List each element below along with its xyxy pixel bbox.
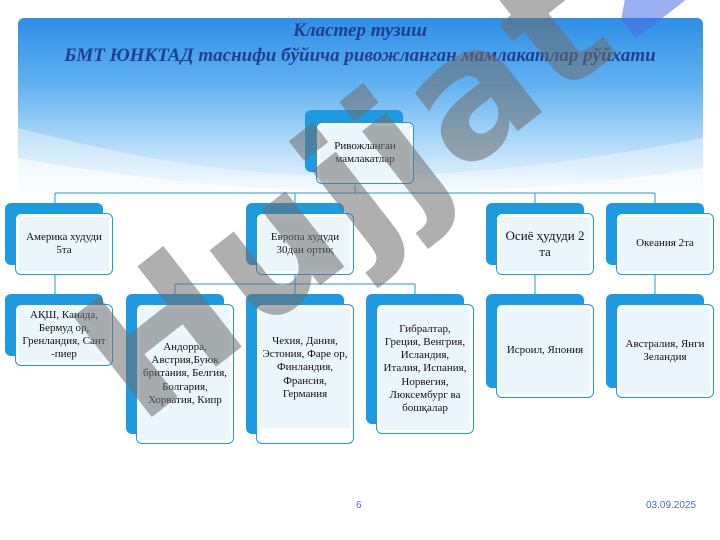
root-label: Ривожланган мамлакатлар [320,126,410,180]
countries-label-europe-1: Андорра, Австрия,Буюк британия, Белгия, … [140,308,230,440]
region-label-america: Америка худуди 5та [19,217,109,271]
page-number: 6 [356,500,362,511]
slide-subtitle: БМТ ЮНКТАД таснифи бўйича ривожланган ма… [64,45,656,66]
slide-title: Кластер тузиш [292,20,428,41]
countries-label-oceania: Австралия, Янги Зеландия [620,308,710,394]
region-label-asia: Осиё ҳудуди 2 та [500,217,590,271]
region-label-europe: Европа худуди 30дан ортиқ [260,217,350,271]
countries-label-europe-2: Чехия, Дания, Эстония, Фаре ор, Финланди… [260,308,350,428]
header-wave [18,128,703,203]
footer-date: 03.09.2025 [646,500,697,511]
countries-label-asia: Исроил, Япония [500,308,590,394]
countries-label-europe-3: Гибралтар, Греция, Венгрия, Исландия, Ит… [380,308,470,430]
region-label-oceania: Океания 2та [620,217,710,271]
countries-label-america: АҚШ, Канада, Бермуд ор, Гренландия, Сант… [19,308,109,362]
